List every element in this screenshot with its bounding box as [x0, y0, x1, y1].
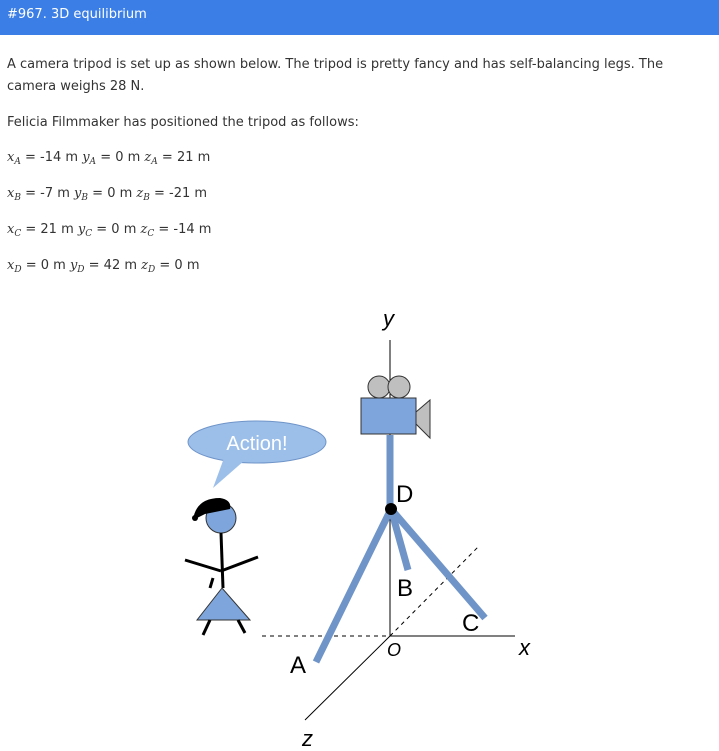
coord-row-a: xA = -14 m yA = 0 m zA = 21 m [7, 150, 211, 167]
intro-text: A camera tripod is set up as shown below… [7, 57, 664, 94]
speech-text: Action! [226, 433, 287, 455]
speech-bubble-tail [213, 458, 245, 488]
point-b-label: B [397, 575, 413, 602]
point-d-label: D [396, 481, 413, 508]
person-left-arm [184, 558, 222, 573]
person-right-leg [236, 619, 247, 634]
person-left-leg [201, 619, 212, 636]
camera-lens [415, 398, 431, 440]
person-left-hand [208, 577, 215, 589]
camera-body [360, 397, 417, 435]
problem-title: #967. 3D equilibrium [7, 7, 147, 22]
y-axis-label: y [381, 306, 396, 331]
coord-row-b: xB = -7 m yB = 0 m zB = -21 m [7, 186, 208, 203]
negative-z-axis [389, 544, 481, 637]
film-reel-left [367, 375, 391, 399]
leg-a [312, 507, 395, 664]
leg-b [387, 508, 412, 571]
coord-row-c: xC = 21 m yC = 0 m zC = -14 m [7, 222, 212, 239]
film-reel-right [387, 375, 411, 399]
problem-body: A camera tripod is set up as shown below… [7, 54, 712, 291]
origin-label: O [387, 640, 401, 660]
point-c-label: C [462, 610, 479, 637]
tripod-figure: Action! y x z O A B C D [0, 290, 719, 751]
z-axis-label: z [301, 726, 313, 751]
point-a-label: A [290, 652, 306, 679]
person-skirt [195, 587, 252, 621]
setup-text: Felicia Filmmaker has positioned the tri… [7, 115, 359, 130]
problem-header: #967. 3D equilibrium [0, 0, 719, 35]
person-right-arm [220, 555, 259, 573]
x-axis-label: x [518, 635, 531, 660]
z-axis [304, 635, 391, 721]
joint-d [385, 503, 397, 515]
leg-c [388, 506, 488, 621]
speech-bubble [187, 420, 327, 464]
tripod-diagram: Action! y x z O A B C D [184, 306, 531, 751]
beret-tip [192, 515, 198, 521]
coord-row-d: xD = 0 m yD = 42 m zD = 0 m [7, 258, 200, 275]
beret [193, 498, 231, 520]
person-body [219, 532, 225, 589]
